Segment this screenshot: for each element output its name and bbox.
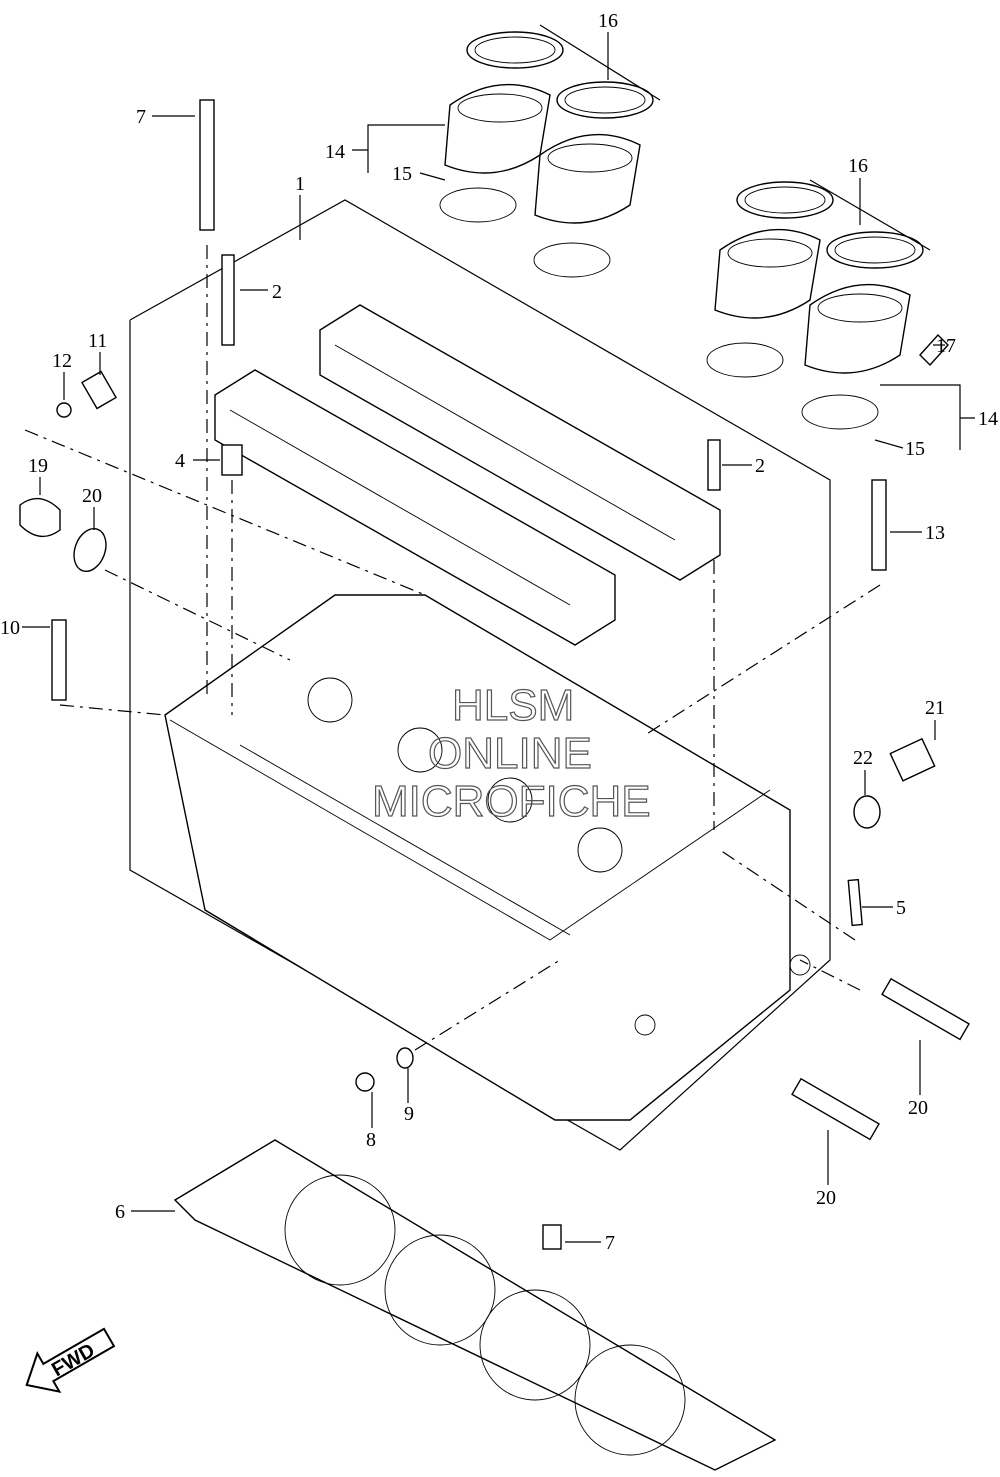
intake-pipe-group-upper [439,24,661,278]
callout-15a: 15 [392,163,412,185]
watermark-line1: HLSM [452,681,574,730]
callout-3: 4 [175,450,185,472]
callout-2b: 2 [755,455,765,477]
camshaft-holders [214,304,721,646]
callout-4: 5 [896,897,906,919]
watermark: HLSM ONLINE MICROFICHE [371,680,651,826]
callout-8: 8 [366,1129,376,1151]
intake-pipe-group-right [706,179,931,430]
callout-22: 22 [853,747,873,769]
callout-17: 17 [936,335,956,357]
fwd-arrow-icon: FWD [25,1327,116,1393]
callout-9: 9 [404,1103,414,1125]
callout-20b: 20 [816,1187,836,1209]
callout-15b: 15 [905,438,925,460]
callout-16b: 16 [848,155,868,177]
assembly-outline [129,195,831,1151]
cylinder-head-gasket [173,1139,777,1471]
assembly-guide-lines [24,245,881,1051]
callout-12: 12 [52,350,72,372]
callout-19: 20 [82,485,102,507]
callout-2a: 2 [272,281,282,303]
callouts: 16 16 7 1 14 15 2 11 12 4 19 20 10 17 14… [0,10,998,1254]
callout-5: 6 [115,1201,125,1223]
callout-14b: 14 [978,408,998,430]
callout-11: 11 [88,330,107,352]
callout-7: 7 [136,106,146,128]
watermark-line3: MICROFICHE [372,777,651,826]
cylinder-head-body [164,594,811,1121]
callout-16a: 16 [598,10,618,32]
fasteners [19,99,970,1250]
callout-10: 10 [0,617,20,639]
callout-1: 1 [295,173,305,195]
callout-6: 7 [605,1232,615,1254]
watermark-line2: ONLINE [428,729,592,778]
callout-21: 21 [925,697,945,719]
callout-20a: 20 [908,1097,928,1119]
callout-18: 19 [28,455,48,477]
callout-13: 13 [925,522,945,544]
callout-14a: 14 [325,141,345,163]
